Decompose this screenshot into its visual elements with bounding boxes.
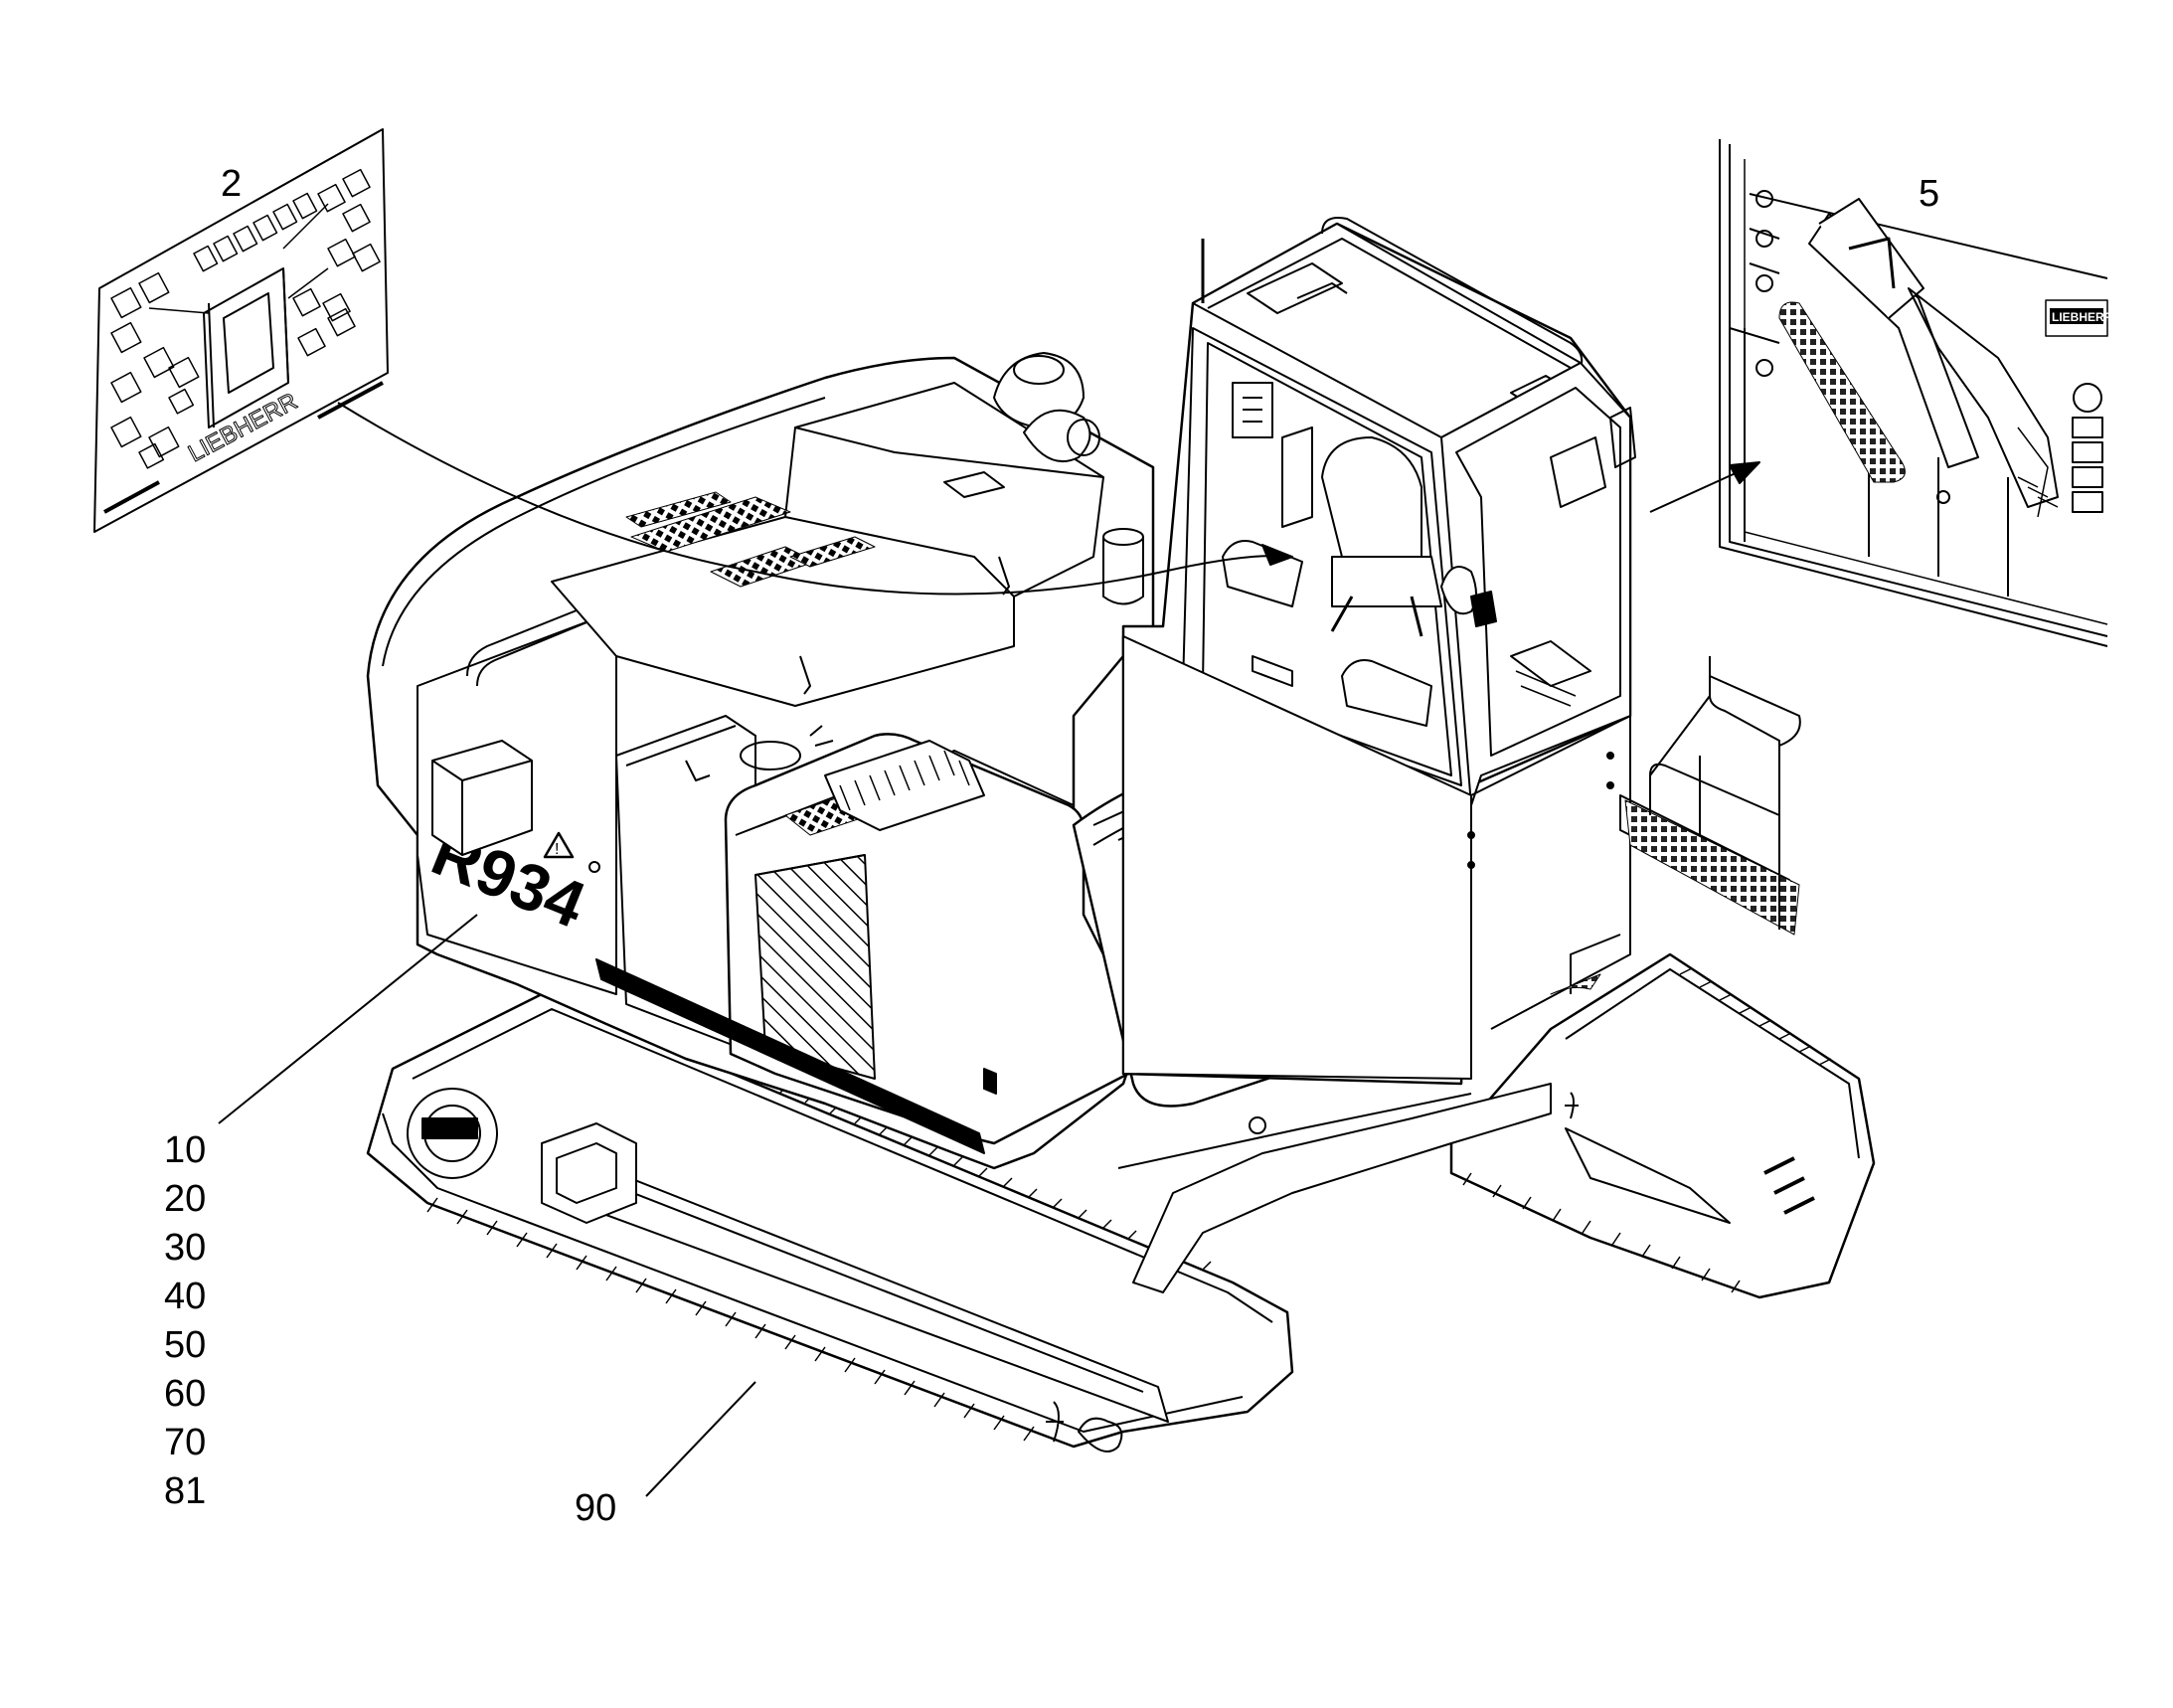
boom-decal: LIEBHERR bbox=[1719, 139, 2113, 647]
cab bbox=[1121, 217, 1636, 1086]
leader-lines bbox=[218, 402, 1760, 1497]
callout-boom-decal: 5 bbox=[1919, 173, 1940, 215]
left-track bbox=[366, 990, 1294, 1452]
upper-carriage: R934 ! bbox=[366, 352, 1155, 1170]
callout-item: 81 bbox=[164, 1470, 207, 1512]
callout-item: 50 bbox=[164, 1324, 207, 1366]
callout-undercarriage: 90 bbox=[575, 1487, 617, 1529]
callout-decal-sheet: 2 bbox=[221, 163, 243, 205]
callout-stack: 10 20 30 40 50 60 70 81 bbox=[164, 1126, 206, 1516]
callout-item: 20 bbox=[164, 1178, 207, 1220]
car-body bbox=[1117, 1083, 1552, 1293]
callout-item: 60 bbox=[164, 1373, 207, 1415]
right-track bbox=[1449, 952, 1876, 1299]
callout-item: 70 bbox=[164, 1422, 207, 1463]
callout-item: 40 bbox=[164, 1276, 207, 1317]
boom-decal-brand: LIEBHERR bbox=[2052, 310, 2113, 324]
svg-text:!: ! bbox=[555, 841, 559, 858]
right-platform bbox=[1550, 656, 1801, 995]
callout-item: 10 bbox=[164, 1129, 207, 1171]
callout-item: 30 bbox=[164, 1227, 207, 1269]
